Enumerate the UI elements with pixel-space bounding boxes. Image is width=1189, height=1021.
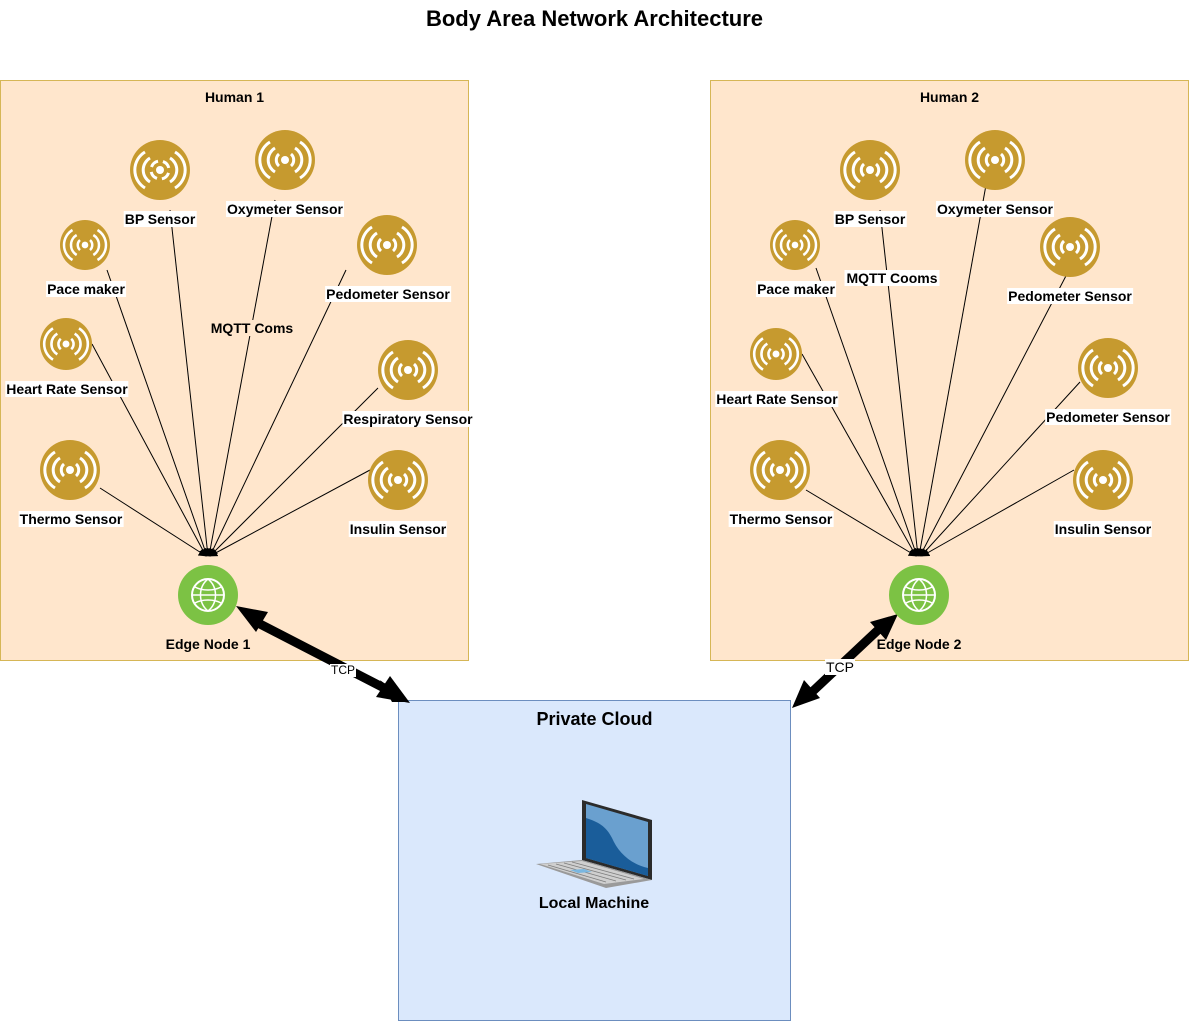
link-h2-thermo xyxy=(805,489,917,557)
link-h2-pedometer-top xyxy=(919,271,1069,557)
h2-insulin-label: Insulin Sensor xyxy=(1053,521,1153,537)
h1-pedometer-sensor-icon xyxy=(357,215,417,275)
h1-pedometer-label: Pedometer Sensor xyxy=(325,286,451,302)
h2-pedometer-top-sensor-icon xyxy=(1040,217,1100,277)
link-h1-thermo xyxy=(99,487,207,557)
link-h1-heartrate xyxy=(91,343,207,557)
edge-node-1-label: Edge Node 1 xyxy=(165,636,251,652)
link-h2-insulin xyxy=(921,469,1075,557)
laptop-icon xyxy=(536,800,652,888)
link-h1-pedometer xyxy=(209,269,347,557)
h1-heartrate-sensor-icon xyxy=(40,318,92,370)
link-h1-pacemaker xyxy=(106,269,209,557)
h2-pedometer-bottom-sensor-icon xyxy=(1078,338,1138,398)
h2-pedometer-top-label: Pedometer Sensor xyxy=(1007,288,1133,304)
h2-pacemaker-label: Pace maker xyxy=(756,281,836,297)
human-1-title: Human 1 xyxy=(204,89,265,105)
h2-heartrate-sensor-icon xyxy=(750,328,802,380)
h2-heartrate-label: Heart Rate Sensor xyxy=(715,391,839,407)
tcp-right-label: TCP xyxy=(825,659,855,675)
h2-oxymeter-sensor-icon xyxy=(965,130,1025,190)
link-h2-oxymeter xyxy=(916,184,987,557)
h2-pedometer-bottom-label: Pedometer Sensor xyxy=(1045,409,1171,425)
edge-node-2-label: Edge Node 2 xyxy=(876,636,962,652)
h1-mqtt-label: MQTT Coms xyxy=(208,320,296,336)
h2-bp-label: BP Sensor xyxy=(833,211,907,227)
h1-oxymeter-label: Oxymeter Sensor xyxy=(226,201,344,217)
edge-node-1-globe-icon xyxy=(178,565,238,625)
link-h1-bp xyxy=(169,209,212,557)
h1-insulin-label: Insulin Sensor xyxy=(348,521,448,537)
link-h2-pacemaker xyxy=(815,267,919,557)
human-2-title: Human 2 xyxy=(919,89,980,105)
link-h1-oxymeter xyxy=(206,199,276,557)
h2-mqtt-label: MQTT Cooms xyxy=(844,270,940,286)
edge-node-2-globe-icon xyxy=(889,565,949,625)
h1-thermo-sensor-icon xyxy=(40,440,100,500)
h1-bp-label: BP Sensor xyxy=(123,211,197,227)
tcp-left-label: TCP xyxy=(330,663,356,677)
h1-thermo-label: Thermo Sensor xyxy=(18,511,124,527)
h1-respiratory-sensor-icon xyxy=(378,340,438,400)
h2-oxymeter-label: Oxymeter Sensor xyxy=(936,201,1054,217)
link-h1-insulin xyxy=(209,469,371,557)
h2-thermo-label: Thermo Sensor xyxy=(728,511,834,527)
h1-heartrate-label: Heart Rate Sensor xyxy=(5,381,129,397)
tcp-link-left xyxy=(236,606,410,703)
h2-pacemaker-sensor-icon xyxy=(770,220,820,270)
local-machine-label: Local Machine xyxy=(538,895,650,912)
h1-bp-sensor-icon xyxy=(130,140,190,200)
link-h2-heartrate xyxy=(801,353,917,557)
link-h2-bp xyxy=(879,209,922,557)
h2-bp-sensor-icon xyxy=(840,140,900,200)
h1-pacemaker-sensor-icon xyxy=(60,220,110,270)
diagram-title: Body Area Network Architecture xyxy=(425,6,763,31)
h1-respiratory-label: Respiratory Sensor xyxy=(342,411,474,427)
private-cloud-title: Private Cloud xyxy=(536,709,653,729)
h2-thermo-sensor-icon xyxy=(750,440,810,500)
h2-insulin-sensor-icon xyxy=(1073,450,1133,510)
h1-pacemaker-label: Pace maker xyxy=(46,281,126,297)
h1-oxymeter-sensor-icon xyxy=(255,130,315,190)
h1-insulin-sensor-icon xyxy=(368,450,428,510)
